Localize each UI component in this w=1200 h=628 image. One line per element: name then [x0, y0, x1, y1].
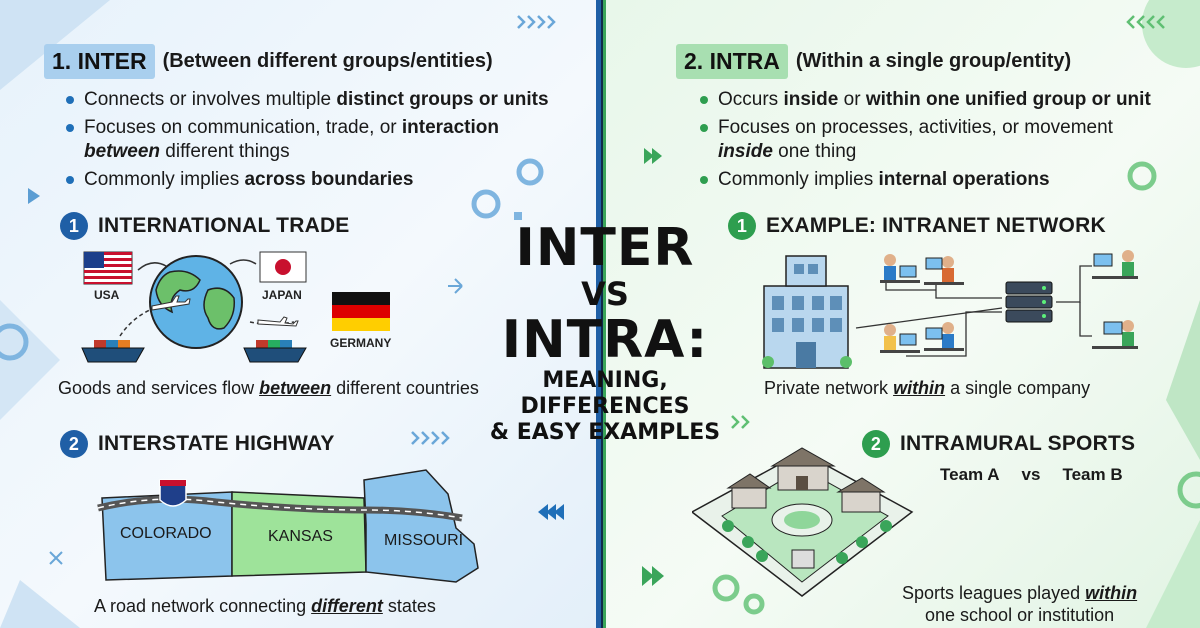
school-building-icon-2: [726, 473, 772, 509]
japan-label: JAPAN: [262, 288, 302, 302]
intra-example-2-caption: Sports leagues played within one school …: [902, 583, 1138, 625]
inter-tag: 1. INTER: [44, 44, 155, 79]
inter-example-2-caption: A road network connecting different stat…: [94, 596, 436, 616]
teams-row: Team A vs Team B: [940, 465, 1123, 485]
usa-flag-icon: [83, 251, 133, 285]
inter-bullet-2: Focuses on communication, trade, or inte…: [62, 116, 582, 164]
team-vs-label: vs: [1021, 465, 1041, 484]
intra-subtitle: (Within a single group/entity): [795, 50, 1072, 72]
germany-flag-icon: [332, 292, 390, 331]
germany-label: GERMANY: [330, 336, 392, 350]
cargo-ship-icon: [81, 340, 145, 363]
main-title: INTER VS INTRA: MEANING, DIFFERENCES & E…: [480, 220, 730, 446]
interstate-shield-icon: [159, 479, 187, 507]
intra-bullet-2: Focuses on processes, activities, or mov…: [696, 116, 1186, 164]
title-vs: VS: [581, 275, 629, 313]
usa-label: USA: [94, 288, 120, 302]
inter-example-1-title: 1 INTERNATIONAL TRADE: [60, 212, 350, 240]
inter-panel: 1. INTER (Between different groups/entit…: [0, 0, 598, 628]
intra-tag: 2. INTRA: [676, 44, 788, 79]
inter-bullet-1: Connects or involves multiple distinct g…: [62, 88, 582, 112]
intra-heading: 2. INTRA (Within a single group/entity): [676, 44, 1071, 79]
inter-subtitle: (Between different groups/entities): [162, 50, 493, 72]
campus-illustration: [692, 447, 914, 597]
title-intra: INTRA:: [501, 310, 709, 370]
state-kansas: KANSAS: [268, 528, 333, 545]
intra-example-1-title: 1 EXAMPLE: INTRANET NETWORK: [728, 212, 1106, 240]
team-a-label: Team A: [940, 465, 1000, 484]
school-building-icon: [770, 447, 836, 491]
center-divider: [596, 0, 608, 628]
intra-example-1-caption: Private network within a single company: [764, 378, 1091, 398]
inter-bullet-3: Commonly implies across boundaries: [62, 168, 582, 192]
inter-heading: 1. INTER (Between different groups/entit…: [44, 44, 493, 79]
decorative-shapes-right: [642, 0, 1200, 628]
intra-bullets: Occurs inside or within one unified grou…: [696, 88, 1186, 196]
inter-example-1-caption: Goods and services flow between differen…: [58, 378, 479, 398]
office-building-icon: [762, 255, 852, 369]
intra-bullet-1: Occurs inside or within one unified grou…: [696, 88, 1186, 112]
cargo-ship-icon-2: [243, 340, 307, 363]
state-colorado: COLORADO: [120, 525, 212, 542]
intra-example-2-title: 2 INTRAMURAL SPORTS: [862, 430, 1135, 458]
inter-bullets: Connects or involves multiple distinct g…: [62, 88, 582, 196]
server-icon: [1005, 281, 1053, 323]
school-building-icon-3: [836, 477, 886, 513]
interstate-map: [97, 469, 479, 583]
trade-illustration: [81, 251, 390, 363]
globe-icon: [149, 255, 243, 349]
intra-panel: 2. INTRA (Within a single group/entity) …: [606, 0, 1200, 628]
title-inter: INTER: [515, 218, 695, 278]
title-subtitle: MEANING, DIFFERENCES & EASY EXAMPLES: [489, 368, 721, 445]
worker-icons: [880, 250, 1138, 353]
intranet-illustration: [762, 250, 1138, 369]
inter-example-2-title: 2 INTERSTATE HIGHWAY: [60, 430, 335, 458]
team-b-label: Team B: [1062, 465, 1123, 484]
intra-bullet-3: Commonly implies internal operations: [696, 168, 1186, 192]
state-missouri: MISSOURI: [384, 532, 464, 549]
japan-flag-icon: [259, 251, 307, 283]
